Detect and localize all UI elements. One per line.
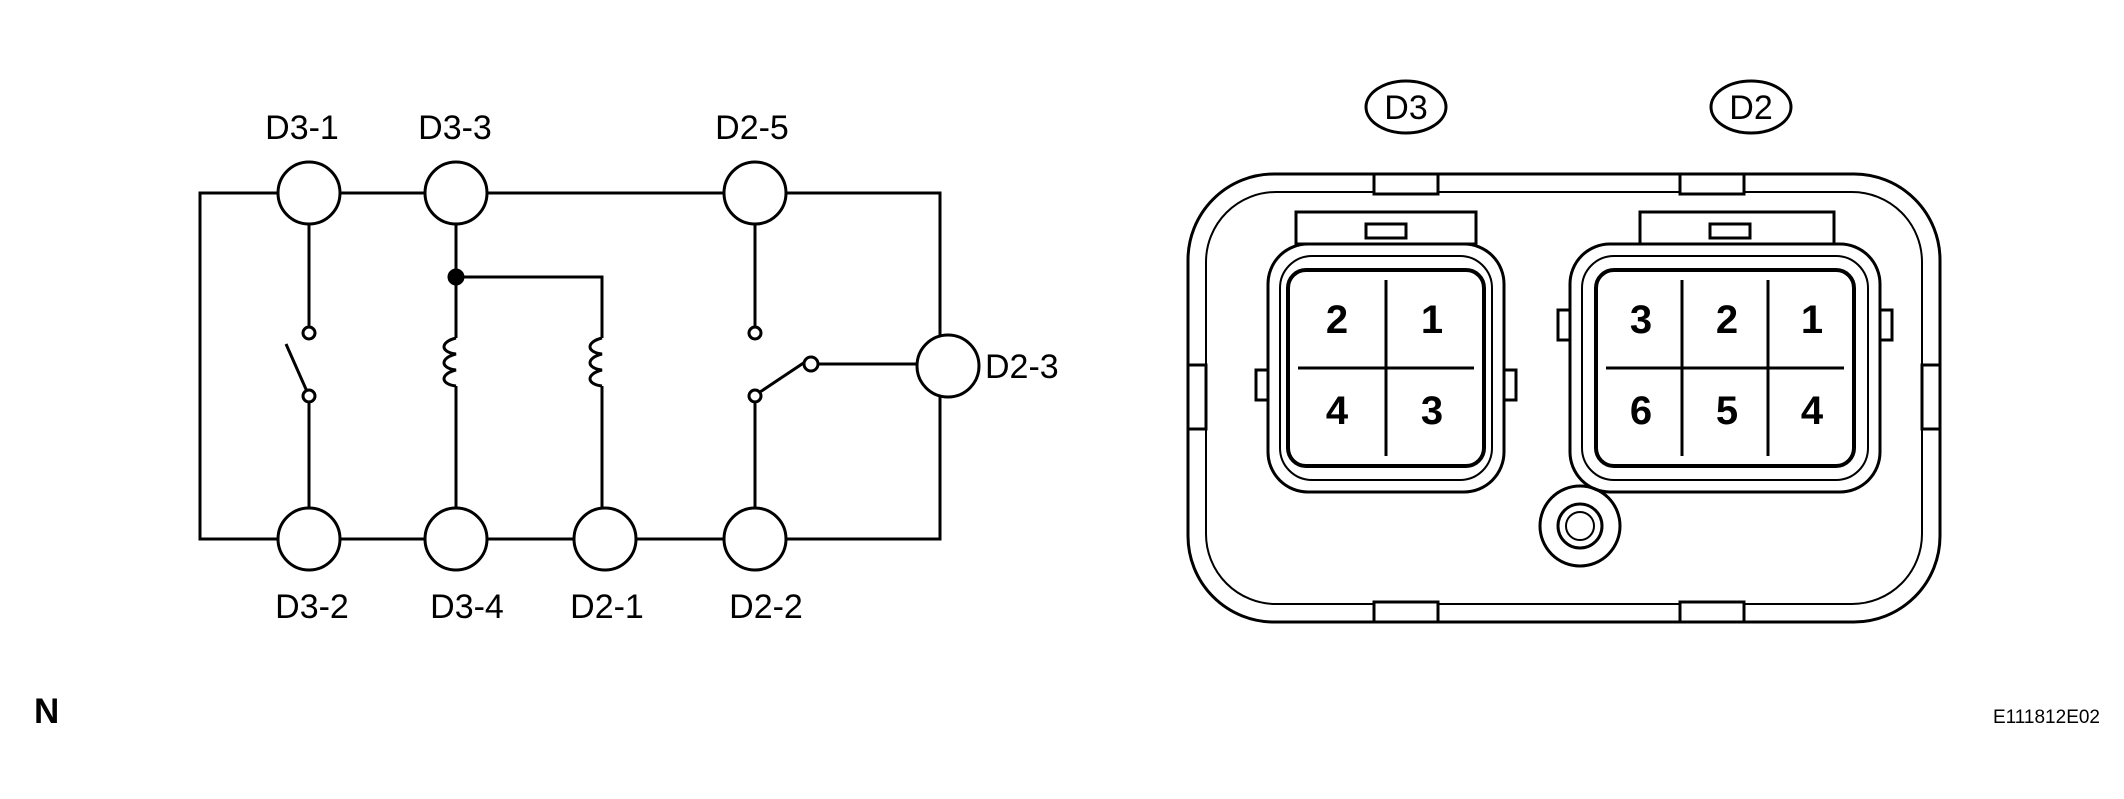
- label-d3-1: D3-1: [265, 109, 339, 147]
- d2-pin: 1: [1801, 298, 1823, 342]
- circuit-frame: [198, 191, 942, 541]
- label-d2-3: D2-3: [985, 348, 1059, 386]
- connector-d2-oval: [1709, 79, 1793, 135]
- d2-pin: 3: [1630, 298, 1652, 342]
- label-d3-2: D3-2: [275, 588, 349, 626]
- switch-1-blade: [284, 343, 311, 397]
- terminal-d3-2: [276, 506, 342, 572]
- terminal-d2-2: [722, 506, 788, 572]
- label-d2-2: D2-2: [729, 588, 803, 626]
- coil-2: [588, 336, 603, 388]
- coil-1: [442, 336, 457, 388]
- label-d2-5: D2-5: [715, 109, 789, 147]
- mounting-boss-inner: [1556, 502, 1604, 550]
- relay-schematic: [198, 160, 981, 572]
- terminal-d2-1: [572, 506, 638, 572]
- d3-pin: 4: [1326, 389, 1349, 433]
- relay-connector-face: [1186, 79, 1942, 624]
- d2-pin: 5: [1716, 389, 1738, 433]
- connector-d3-oval: [1364, 79, 1448, 135]
- terminal-d2-5: [722, 160, 788, 226]
- terminal-d3-3: [423, 160, 489, 226]
- d3-pin: 1: [1421, 298, 1443, 342]
- connector-d2-body: [1556, 210, 1894, 494]
- connector-d2-label: D2: [1729, 89, 1772, 127]
- terminal-d2-3: [915, 333, 981, 399]
- d2-pin: 4: [1801, 389, 1824, 433]
- connector-d3-body: [1254, 210, 1518, 494]
- d3-pin: 2: [1326, 298, 1348, 342]
- figure-id: E111812E02: [1993, 707, 2100, 728]
- relay-housing-outer: [1186, 172, 1942, 624]
- label-d2-1: D2-1: [570, 588, 644, 626]
- d2-pin: 2: [1716, 298, 1738, 342]
- d3-pin: 3: [1421, 389, 1443, 433]
- d2-pin: 6: [1630, 389, 1652, 433]
- mounting-boss-outer: [1538, 484, 1622, 568]
- label-d3-4: D3-4: [430, 588, 504, 626]
- switch-2-blade: [759, 360, 806, 394]
- terminal-d3-1: [276, 160, 342, 226]
- terminal-d3-4: [423, 506, 489, 572]
- view-code: N: [34, 692, 59, 731]
- connector-d3-label: D3: [1384, 89, 1427, 127]
- label-d3-3: D3-3: [418, 109, 492, 147]
